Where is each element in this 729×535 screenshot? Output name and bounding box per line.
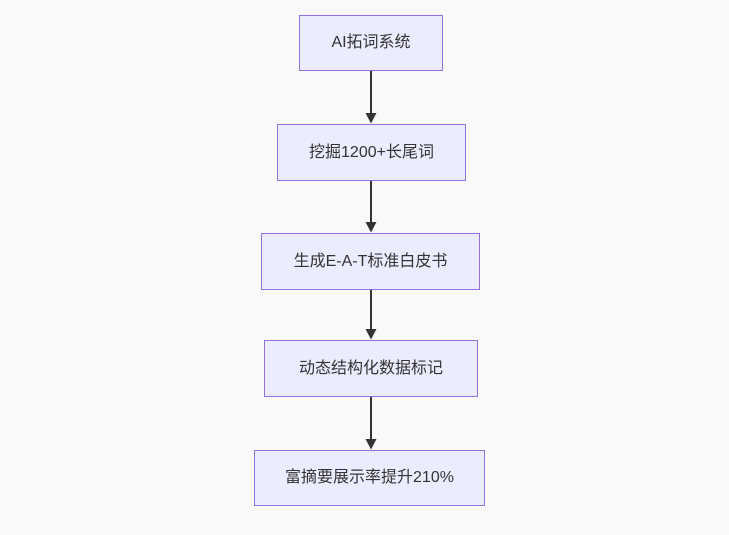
flow-node-structured-data-markup: 动态结构化数据标记 bbox=[264, 340, 478, 397]
flow-node-eat-whitepaper: 生成E-A-T标准白皮书 bbox=[261, 233, 480, 290]
flow-node-label: 生成E-A-T标准白皮书 bbox=[293, 252, 448, 270]
flow-node-label: 挖掘1200+长尾词 bbox=[309, 143, 434, 161]
connector-arrow-d-e bbox=[365, 397, 377, 450]
connector-arrow-b-c bbox=[365, 181, 377, 233]
connector-arrow-a-b bbox=[365, 71, 377, 124]
flow-node-label: 富摘要展示率提升210% bbox=[285, 469, 454, 487]
flow-node-longtail-mining: 挖掘1200+长尾词 bbox=[277, 124, 466, 181]
connector-arrow-c-d bbox=[365, 290, 377, 340]
flow-node-label: AI拓词系统 bbox=[331, 34, 411, 52]
flow-node-ai-keyword-system: AI拓词系统 bbox=[299, 15, 443, 71]
flow-node-label: 动态结构化数据标记 bbox=[298, 359, 443, 377]
flow-node-rich-snippet-uplift: 富摘要展示率提升210% bbox=[254, 450, 485, 506]
